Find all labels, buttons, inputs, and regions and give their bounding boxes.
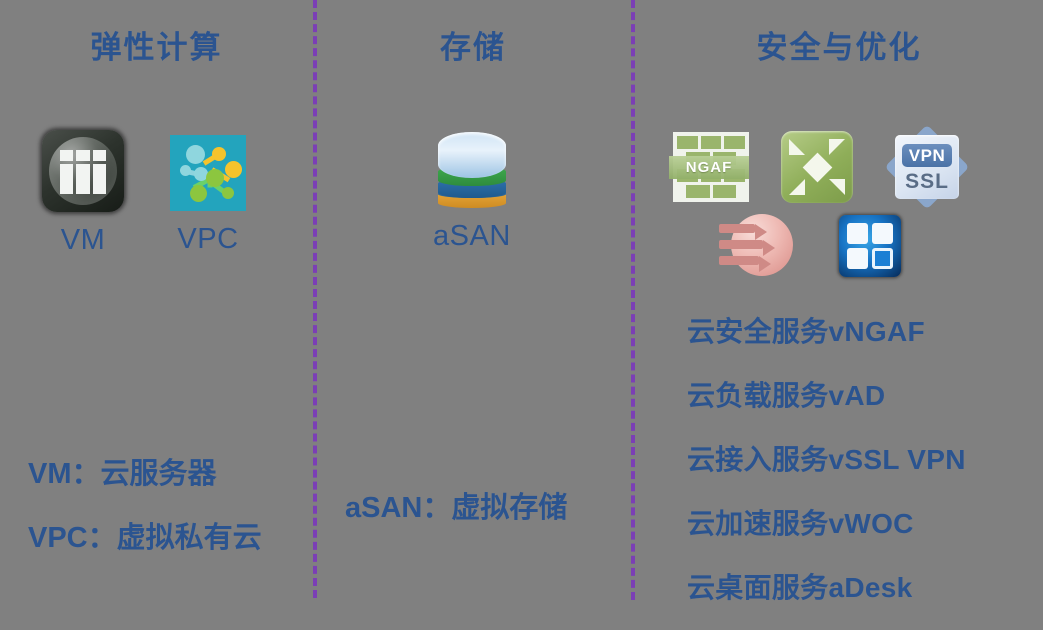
service-item-vngaf: 云安全服务vNGAF (687, 316, 925, 347)
vpc-node (222, 187, 234, 199)
adesk-icon[interactable] (839, 215, 901, 277)
column-elastic-compute: 弹性计算 VM (0, 0, 313, 616)
vpc-icon-cell[interactable]: VPC (170, 135, 246, 256)
service-item-vwoc: 云加速服务vWOC (687, 508, 914, 539)
ngaf-brick (686, 184, 710, 198)
vm-cell (92, 164, 106, 194)
service-item-vssl-vpn: 云接入服务vSSL VPN (687, 444, 966, 475)
column-title-elastic-compute: 弹性计算 (90, 30, 223, 65)
vpc-node (186, 145, 205, 164)
service-item-adesk: 云桌面服务aDesk (687, 572, 913, 603)
vm-cell (60, 164, 74, 194)
column-divider-2 (631, 0, 635, 600)
adesk-pane-active (872, 248, 893, 269)
asan-description: aSAN：虚拟存储 (345, 492, 568, 524)
vpc-node (190, 185, 207, 202)
vm-icon[interactable] (42, 130, 124, 212)
adesk-pane-grid (847, 223, 893, 269)
woc-icon[interactable] (719, 212, 793, 280)
ngaf-brick (724, 136, 746, 149)
vpc-icon[interactable] (170, 135, 246, 211)
asan-icon[interactable] (437, 132, 506, 208)
vad-icon[interactable] (781, 131, 853, 203)
vm-server-grid (60, 150, 106, 194)
vpc-description: VPC：虚拟私有云 (28, 522, 262, 554)
vad-arrow-se (829, 179, 845, 195)
vpc-label: VPC (177, 223, 239, 255)
storage-icon-row: aSAN (433, 132, 511, 253)
vpc-node (194, 167, 208, 181)
vm-cell (76, 164, 90, 194)
column-storage: 存储 aSAN aSAN：虚拟存储 (317, 0, 629, 616)
vad-arrow-nw (789, 139, 805, 155)
slide-canvas: 弹性计算 VM (0, 0, 1043, 616)
vad-center-diamond (802, 152, 832, 182)
column-title-storage: 存储 (440, 30, 506, 65)
adesk-pane (847, 248, 868, 269)
ngaf-course (677, 184, 745, 198)
service-item-vad: 云负载服务vAD (687, 380, 886, 411)
ngaf-course (677, 136, 746, 149)
ngaf-brick (700, 136, 722, 149)
vm-label: VM (60, 224, 106, 256)
woc-arrow-bar (719, 256, 759, 265)
vm-description: VM：云服务器 (28, 458, 217, 490)
vpn-label: VPN (902, 144, 952, 167)
security-icon-row-1: NGAF VPN SSL (669, 124, 970, 210)
ngaf-brick (712, 184, 736, 198)
ngaf-icon[interactable]: NGAF (669, 132, 749, 202)
vm-cell (76, 150, 90, 161)
vad-arrow-sw (789, 179, 805, 195)
column-security-optimization: 安全与优化 (635, 0, 1043, 616)
vpc-node (225, 161, 242, 178)
vm-cell (92, 150, 106, 161)
ngaf-banner-label: NGAF (669, 156, 749, 179)
asan-disk-top (437, 132, 506, 178)
vpn-ssl-icon[interactable]: VPN SSL (884, 124, 970, 210)
woc-arrow-tip (763, 239, 775, 256)
vm-icon-cell[interactable]: VM (42, 130, 124, 257)
woc-arrow-tip (759, 255, 771, 272)
adesk-pane (847, 223, 868, 244)
vpc-node (180, 165, 191, 176)
cloud-service-list: 云安全服务vNGAF 云负载服务vAD 云接入服务vSSL VPN 云加速服务v… (687, 310, 966, 630)
woc-arrow-bar (719, 224, 755, 233)
vpc-node (212, 147, 226, 161)
woc-arrow-bar (719, 240, 763, 249)
asan-icon-cell[interactable]: aSAN (433, 132, 511, 253)
adesk-pane (872, 223, 893, 244)
column-divider-1 (313, 0, 317, 598)
vpc-node (206, 169, 224, 187)
ngaf-brick (677, 136, 698, 149)
security-icon-row-2 (719, 212, 901, 280)
vad-arrow-ne (829, 139, 845, 155)
vm-cell (60, 150, 74, 161)
woc-arrow-tip (755, 223, 767, 240)
compute-icon-row: VM (42, 130, 246, 257)
ssl-label: SSL (905, 170, 949, 193)
asan-label: aSAN (433, 220, 511, 252)
column-title-security-optimization: 安全与优化 (756, 30, 922, 65)
